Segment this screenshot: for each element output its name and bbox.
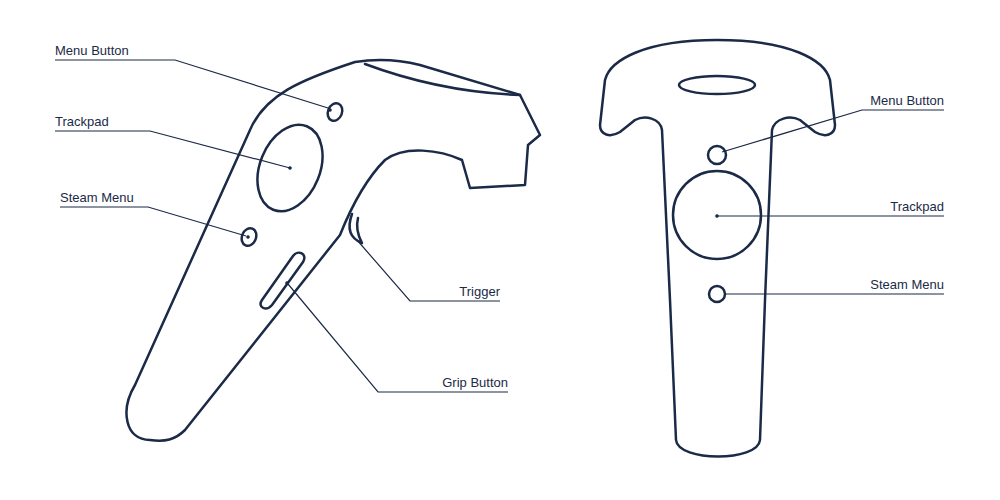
controller-body	[127, 60, 540, 441]
tracking-ring	[365, 64, 520, 95]
steam-button-shape	[239, 226, 259, 248]
leader-dot	[716, 215, 718, 217]
leader-line	[288, 284, 508, 392]
part-label: Trigger	[459, 284, 500, 299]
part-label: Trackpad	[890, 199, 944, 214]
part-label: Grip Button	[442, 375, 508, 390]
leader-dot	[247, 236, 249, 238]
menu-button-shape	[325, 101, 345, 123]
steam-button-shape	[709, 286, 725, 302]
leader-dot	[289, 167, 291, 169]
grip-button-shape	[261, 253, 305, 309]
part-label: Steam Menu	[870, 277, 944, 292]
leader-line	[55, 131, 290, 168]
part-label: Steam Menu	[60, 190, 134, 205]
trigger-shape	[350, 214, 362, 243]
leader-line	[60, 207, 246, 236]
trackpad-shape	[673, 171, 761, 259]
tracking-ring	[679, 76, 755, 94]
leader-dot	[329, 109, 331, 111]
leader-dot	[286, 282, 288, 284]
menu-button-shape	[708, 146, 726, 164]
part-label: Menu Button	[870, 93, 944, 108]
leader-line	[357, 240, 500, 301]
leader-line	[722, 110, 944, 152]
part-label: Trackpad	[55, 114, 109, 129]
part-label: Menu Button	[55, 43, 129, 58]
controller-body	[600, 40, 835, 457]
leader-line	[725, 293, 944, 294]
trackpad-shape	[245, 115, 334, 221]
leader-line	[717, 215, 944, 216]
leader-line	[55, 60, 328, 108]
